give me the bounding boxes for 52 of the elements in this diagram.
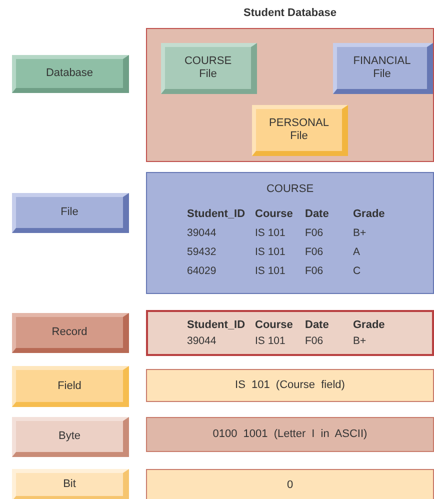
level-button: [12, 55, 129, 93]
button-label: PERSONAL File: [268, 117, 330, 143]
table-value: IS 101: [255, 265, 286, 278]
table-value: 39044: [187, 334, 218, 348]
table-header: Student_ID: [187, 318, 246, 332]
level-button: [12, 313, 129, 353]
level-button: [12, 417, 129, 457]
level-button: [12, 366, 129, 407]
table-value: F06: [305, 227, 324, 240]
button-label: Bit: [62, 478, 77, 491]
button-label: FINANCIAL File: [352, 55, 412, 81]
table-value: B+: [353, 227, 368, 240]
example-panel: [146, 369, 434, 402]
table-value: 39044: [187, 227, 218, 240]
table-header: Date: [305, 208, 330, 221]
button-label: Record: [50, 326, 88, 339]
table-value: B+: [353, 334, 368, 348]
record-panel: [146, 310, 434, 356]
example-panel: [146, 469, 434, 499]
level-button: [252, 105, 348, 156]
table-value: IS 101: [255, 334, 286, 348]
table-value: IS 101: [255, 227, 286, 240]
table-value: 64029: [187, 265, 218, 278]
example-panel: [146, 417, 434, 452]
level-button: [333, 43, 433, 94]
table-header: Student_ID: [187, 208, 246, 221]
example-text: IS 101 (Course field): [235, 379, 345, 392]
table-value: F06: [305, 265, 324, 278]
example-text: 0: [286, 478, 294, 492]
file-panel: [146, 172, 434, 294]
table-value: 59432: [187, 246, 218, 259]
table-value: F06: [305, 246, 324, 259]
level-button: [161, 43, 257, 94]
panel-title: Student Database: [242, 7, 338, 20]
button-label: Database: [44, 67, 94, 80]
button-label: Byte: [57, 430, 82, 443]
table-header: Grade: [353, 318, 386, 332]
button-label: COURSE File: [183, 55, 233, 81]
table-header: Course: [255, 208, 294, 221]
table-value: IS 101: [255, 246, 286, 259]
button-label: File: [60, 206, 80, 219]
example-text: 0100 1001 (Letter I in ASCII): [212, 428, 368, 441]
table-header: Grade: [353, 208, 386, 221]
button-label: Field: [56, 380, 82, 392]
table-title: COURSE: [266, 183, 314, 196]
table-value: C: [353, 265, 362, 278]
table-value: F06: [305, 334, 324, 348]
table-header: Date: [305, 318, 330, 332]
table-header: Course: [255, 318, 294, 332]
level-button: [12, 469, 129, 499]
level-button: [12, 193, 129, 233]
table-value: A: [353, 246, 362, 259]
